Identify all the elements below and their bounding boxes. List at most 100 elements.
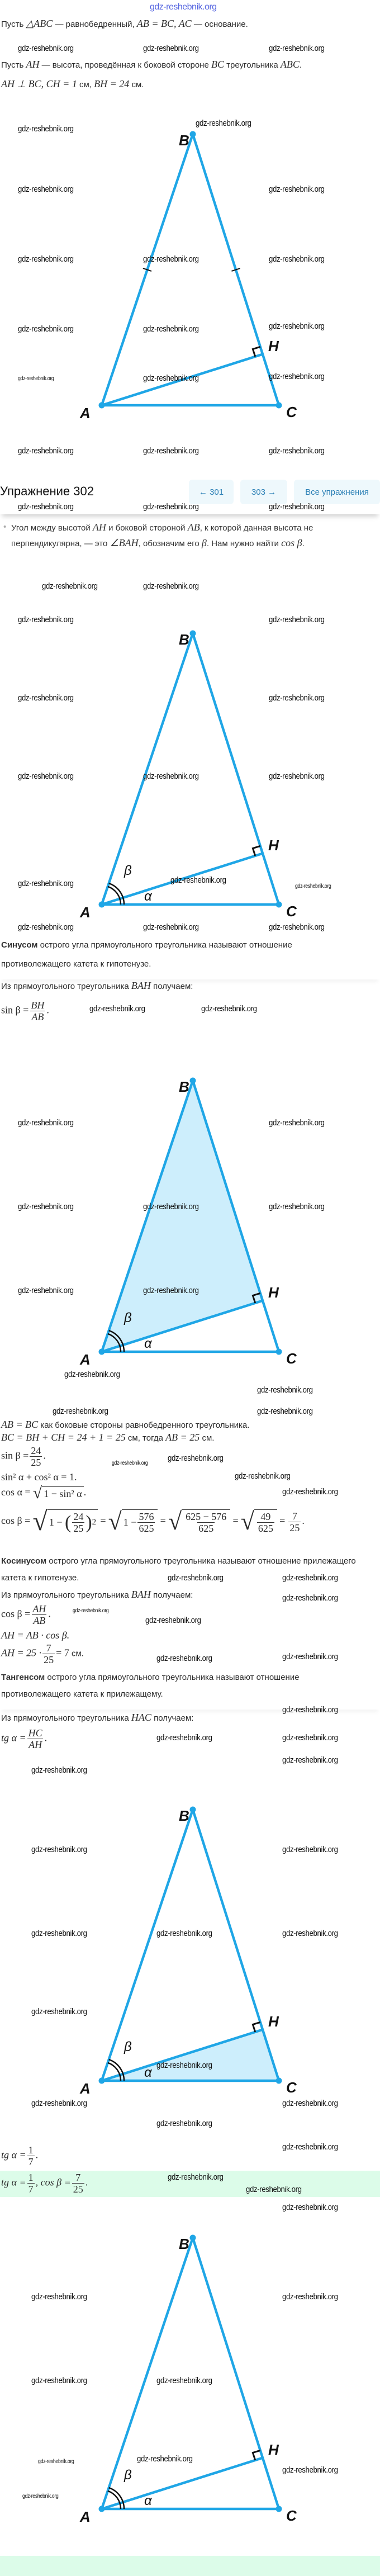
- intro-line-3: AH ⊥ BC, CH = 1 см, BH = 24 см.: [1, 78, 144, 91]
- numerator: 49: [260, 1511, 271, 1522]
- watermark: gdz-reshebnik.org: [18, 771, 74, 781]
- vertex-label-h: H: [268, 1284, 279, 1301]
- vertex-label-a: A: [79, 2080, 91, 2097]
- watermark: gdz-reshebnik.org: [38, 2459, 74, 2465]
- watermark: gdz-reshebnik.org: [143, 922, 199, 932]
- beta-label: β: [124, 1310, 132, 1325]
- numerator: 24: [31, 1445, 41, 1456]
- math: .: [46, 1004, 49, 1016]
- math: sin² α + cos² α = 1.: [1, 1471, 77, 1483]
- watermark: gdz-reshebnik.org: [282, 1755, 338, 1765]
- text: — основание.: [191, 20, 248, 29]
- vertex-label-a: A: [79, 1351, 91, 1368]
- denominator: 7: [27, 2183, 35, 2195]
- alpha-label: α: [144, 1336, 153, 1351]
- watermark: gdz-reshebnik.org: [18, 254, 74, 264]
- watermark: gdz-reshebnik.org: [112, 1460, 148, 1466]
- watermark: gdz-reshebnik.org: [73, 1608, 109, 1614]
- watermark: gdz-reshebnik.org: [282, 1733, 338, 1742]
- watermark: gdz-reshebnik.org: [53, 1407, 108, 1416]
- math: =: [160, 1514, 166, 1526]
- watermark: gdz-reshebnik.org: [235, 1471, 291, 1481]
- vertex-dot: [189, 1806, 196, 1813]
- watermark: gdz-reshebnik.org: [18, 376, 54, 382]
- numerator: 625 − 576: [186, 1511, 227, 1522]
- sine-from-line: Из прямоугольного треугольника BAH получ…: [1, 980, 193, 992]
- prev-exercise-button[interactable]: ← 301: [189, 480, 234, 504]
- denominator: AB: [32, 1614, 47, 1626]
- vertex-dot: [189, 2234, 196, 2241]
- vertex-label-b: B: [179, 2236, 189, 2252]
- watermark: gdz-reshebnik.org: [196, 119, 251, 128]
- watermark: gdz-reshebnik.org: [282, 1845, 338, 1854]
- vertex-label-a: A: [79, 904, 91, 921]
- watermark: gdz-reshebnik.org: [269, 254, 325, 264]
- side-ab: [100, 632, 194, 906]
- vertex-label-b: B: [179, 1807, 189, 1824]
- text: получаем:: [150, 1590, 193, 1600]
- angle-arc-inner: [107, 886, 122, 905]
- math: BC = BH + CH = 24 + 1 = 25: [1, 1432, 126, 1443]
- math: = 7: [56, 1647, 69, 1659]
- next-exercise-button[interactable]: 303 →: [240, 480, 287, 504]
- watermark: gdz-reshebnik.org: [31, 1845, 87, 1854]
- math: AH: [26, 59, 40, 70]
- numerator: BH: [31, 1000, 45, 1011]
- denominator: 25: [42, 1654, 55, 1665]
- tangent-definition: Тангенсом острого угла прямоугольного тр…: [1, 1669, 359, 1703]
- all-exercises-button[interactable]: Все упражнения: [294, 480, 380, 504]
- angle-arc-outer: [108, 2058, 125, 2081]
- vertex-dot: [189, 630, 196, 637]
- side-ab: [100, 1079, 194, 1353]
- watermark: gdz-reshebnik.org: [269, 922, 325, 932]
- denominator: 25: [72, 2183, 84, 2195]
- watermark: gdz-reshebnik.org: [18, 502, 74, 512]
- math: AB = BC, AC: [136, 18, 192, 29]
- watermark: gdz-reshebnik.org: [282, 1652, 338, 1661]
- vertex-dot: [276, 1348, 282, 1355]
- intro-line-1: Пусть △ABC — равнобедренный, AB = BC, AC…: [1, 18, 248, 30]
- denominator: 25: [30, 1456, 42, 1468]
- text: Из прямоугольного треугольника: [1, 1590, 131, 1600]
- vertex-dot: [276, 2506, 282, 2512]
- exponent: 2: [92, 1518, 97, 1527]
- vertex-label-h: H: [268, 338, 279, 354]
- altitude-ah: [100, 1299, 264, 1353]
- text: — равнобедренный,: [53, 20, 137, 29]
- term: Синусом: [1, 940, 38, 950]
- watermark: gdz-reshebnik.org: [269, 321, 325, 331]
- vertex-dot: [189, 131, 196, 138]
- watermark: gdz-reshebnik.org: [156, 2061, 212, 2070]
- watermark: gdz-reshebnik.org: [18, 615, 74, 624]
- watermark: gdz-reshebnik.org: [18, 1202, 74, 1211]
- denominator: AB: [30, 1011, 45, 1022]
- right-angle-mark: [251, 2449, 261, 2461]
- denominator: 25: [72, 1522, 85, 1534]
- answer-box-bottom: [0, 2556, 380, 2576]
- numerator: 576: [139, 1511, 154, 1522]
- altitude-ah: [100, 852, 264, 906]
- angle-arc-inner: [107, 2062, 122, 2081]
- text: .: [302, 539, 305, 548]
- tangent-from-line: Из прямоугольного треугольника HAC получ…: [1, 1712, 193, 1724]
- watermark: gdz-reshebnik.org: [257, 1385, 313, 1395]
- denominator: 625: [197, 1522, 215, 1534]
- watermark: gdz-reshebnik.org: [18, 446, 74, 456]
- watermark: gdz-reshebnik.org: [31, 2007, 87, 2016]
- watermark: gdz-reshebnik.org: [18, 879, 74, 888]
- math: △ABC: [26, 18, 53, 29]
- watermark: gdz-reshebnik.org: [18, 1118, 74, 1128]
- watermark: gdz-reshebnik.org: [31, 2376, 87, 2385]
- text: Угол между высотой: [11, 523, 93, 533]
- vertex-dot: [98, 402, 105, 409]
- text: , к которой данная высота не перпендикул…: [11, 523, 314, 548]
- watermark: gdz-reshebnik.org: [22, 2493, 59, 2499]
- denominator: 625: [137, 1522, 155, 1534]
